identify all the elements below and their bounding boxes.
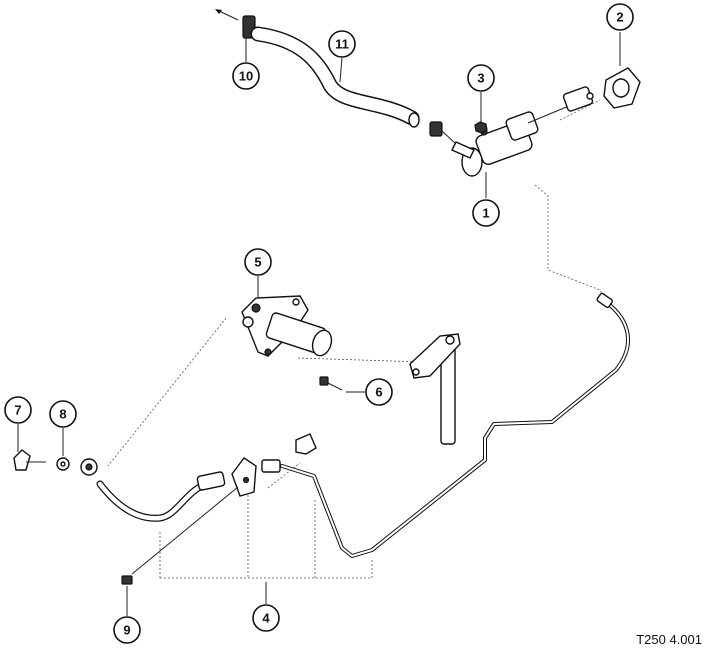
lower-hose-clamp [429,121,457,145]
clutch-slave-cylinder-part-5 [241,295,333,357]
bolt-part-6 [319,376,343,391]
svg-text:1: 1 [482,206,489,221]
svg-text:7: 7 [14,403,21,418]
svg-text:5: 5 [254,255,261,270]
callout-1: 1 [472,199,500,227]
callout-10: 10 [232,62,260,90]
callout-6: 6 [365,378,393,406]
svg-text:3: 3 [477,71,484,86]
gasket-part-2 [603,67,641,109]
svg-text:6: 6 [375,385,382,400]
svg-text:11: 11 [335,37,349,52]
svg-text:8: 8 [59,407,66,422]
svg-text:10: 10 [239,69,253,84]
nut-part-3 [474,121,488,134]
bolt-part-9 [121,486,239,585]
rigid-hydraulic-line [280,292,631,558]
callout-5: 5 [244,248,272,276]
washer-part-8 [56,457,70,471]
clutch-master-cylinder-part-1 [451,86,594,177]
callout-7: 7 [4,396,32,424]
svg-text:4: 4 [262,611,270,626]
upper-hose-clamp-part-10 [215,9,256,39]
callout-leaders [17,32,621,616]
flexible-hose [80,458,226,522]
callout-2: 2 [606,3,634,31]
callout-9: 9 [113,616,141,644]
svg-text:9: 9 [123,623,130,638]
bracket-part-4 [231,433,317,497]
callout-3: 3 [467,64,495,92]
reservoir-hose-part-11 [250,26,420,128]
callout-11: 11 [328,30,356,58]
banjo-bolt-part-7 [13,449,46,471]
svg-text:2: 2 [616,10,623,25]
callout-8: 8 [49,400,77,428]
dashed-leaders [107,99,606,579]
clutch-release-fork [409,333,461,445]
callout-4: 4 [252,604,280,632]
figure-id: T250 4.001 [636,632,702,647]
